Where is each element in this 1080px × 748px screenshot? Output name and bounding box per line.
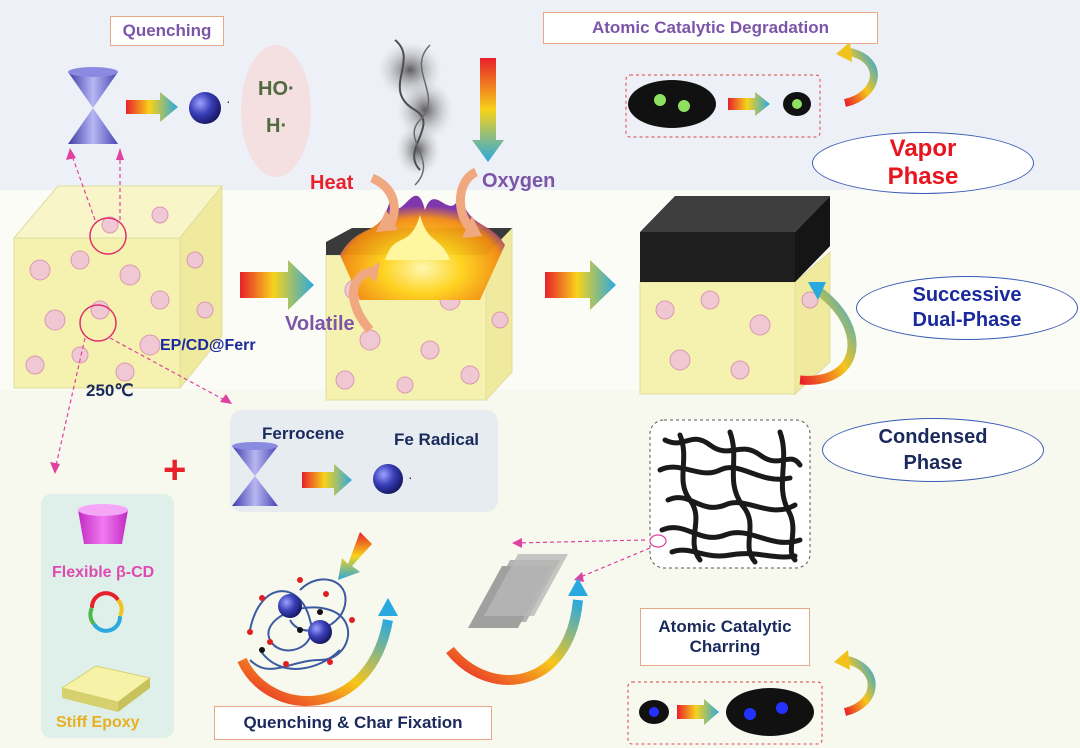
large-black-particle <box>628 80 716 128</box>
heat-label: Heat <box>310 172 354 194</box>
top-radical-ball <box>189 92 221 124</box>
flexible-cd-label: Flexible β-CD <box>52 564 155 581</box>
h-radical-label: H· <box>266 115 288 137</box>
arrow-cube1-to-cube2 <box>240 260 314 310</box>
charring-dashed-box <box>627 681 823 745</box>
cd-cup-icon <box>78 504 128 544</box>
crosslink-dots <box>247 577 355 667</box>
degradation-dashed-box <box>625 74 821 138</box>
fe-radical-label: Fe Radical <box>394 430 480 449</box>
epoxy-slab-icon <box>60 665 152 712</box>
stiff-epoxy-label: Stiff Epoxy <box>56 714 140 731</box>
panel-arrow <box>302 464 352 496</box>
vapor-phase-ellipse: Vapor Phase <box>812 132 1034 194</box>
charring-line2: Charring <box>689 637 761 656</box>
degradation-curve-arrow <box>843 48 878 107</box>
vapor-phase-line2: Phase <box>887 163 959 190</box>
dual-phase-line2: Dual-Phase <box>912 309 1022 331</box>
char-network <box>657 429 803 565</box>
network-curve-arrow <box>237 619 393 706</box>
ep-cd-ferr-label: EP/CD@Ferr <box>160 337 256 354</box>
radical-species-bubble <box>241 45 311 177</box>
vapor-phase-line1: Vapor <box>889 135 957 162</box>
polymer-network <box>249 578 349 670</box>
volatile-curve <box>348 267 374 334</box>
arrow-cube2-to-cube3 <box>545 260 616 310</box>
atomic-degradation-label: Atomic Catalytic Degradation <box>543 12 878 44</box>
condensed-phase-ellipse: Condensed Phase <box>822 418 1044 482</box>
svg-text:·: · <box>408 469 413 485</box>
quenching-char-fixation-label: Quenching & Char Fixation <box>214 706 492 740</box>
fe-radical-ball <box>373 464 403 494</box>
successive-dual-phase-ellipse: Successive Dual-Phase <box>856 276 1078 340</box>
atomic-charring-label: Atomic Catalytic Charring <box>640 608 810 666</box>
charring-line1: Atomic Catalytic <box>658 617 792 636</box>
top-quench-arrow <box>126 92 178 122</box>
left-cube <box>12 184 224 390</box>
char-layers-icon <box>468 554 568 628</box>
panel-cone-icon <box>232 442 278 506</box>
ho-radical-label: HO· <box>258 78 295 100</box>
condensed-line1: Condensed <box>878 426 988 448</box>
oxygen-label: Oxygen <box>482 170 556 192</box>
volatile-label: Volatile <box>285 313 355 335</box>
pointer-lines <box>54 149 651 579</box>
charring-large-particle <box>726 688 814 736</box>
ferrocene-panel <box>230 410 498 512</box>
char-curve-arrow <box>446 599 583 685</box>
svg-text:·: · <box>226 93 231 109</box>
top-cone-icon <box>68 67 118 144</box>
smoke-plume <box>378 39 453 186</box>
dual-phase-line1: Successive <box>912 284 1022 306</box>
oxygen-down-arrow <box>472 58 504 162</box>
temperature-label: 250℃ <box>86 381 134 400</box>
condensed-line2: Phase <box>903 452 963 474</box>
dual-phase-curve-arrow <box>799 288 857 385</box>
charring-curve-arrow <box>843 656 876 716</box>
degradation-arrow <box>728 92 770 116</box>
char-cube <box>639 196 831 396</box>
down-diag-arrow <box>338 532 372 580</box>
charring-arrow <box>677 699 719 725</box>
ferrocene-label: Ferrocene <box>262 424 345 443</box>
oxygen-curve <box>455 167 479 231</box>
plus-sign: + <box>163 448 187 492</box>
quenching-label: Quenching <box>110 16 224 46</box>
cycle-icon <box>88 591 124 633</box>
